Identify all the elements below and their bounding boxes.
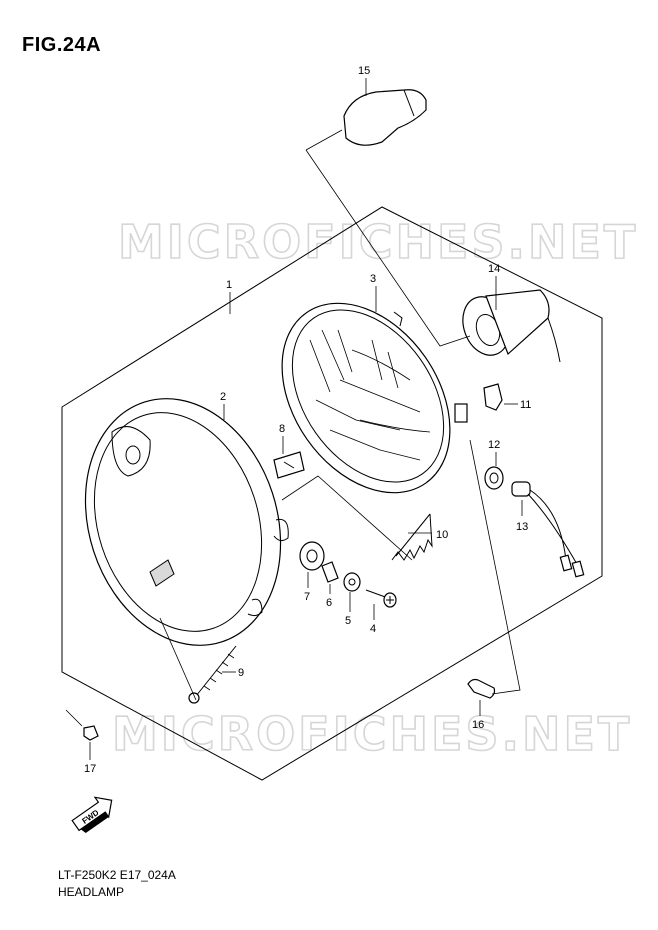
collar: [321, 561, 339, 583]
callout-14: 14: [488, 263, 500, 275]
socket-boot: [462, 289, 561, 363]
callout-11: 11: [520, 399, 531, 411]
fwd-arrow-icon: FWD: [71, 796, 113, 834]
screw: [365, 589, 397, 608]
callout-13: 13: [516, 521, 528, 533]
leader-lines: [65, 78, 523, 760]
mounting-clip: [273, 451, 305, 479]
position-bulb: [467, 678, 496, 699]
callout-4: 4: [370, 623, 376, 635]
callout-1: 1: [226, 279, 232, 291]
callout-12: 12: [488, 439, 500, 451]
grommet: [484, 466, 504, 490]
figure-name: HEADLAMP: [58, 885, 125, 899]
model-code: LT-F250K2 E17_024A: [58, 868, 176, 882]
nut: [83, 725, 99, 741]
assembly-outline: [61, 206, 603, 781]
rubber-cushion: [299, 541, 325, 571]
callout-8: 8: [279, 423, 285, 435]
callout-10: 10: [436, 529, 448, 541]
adjusting-spring: [391, 513, 433, 561]
headlamp-rim: [84, 398, 289, 646]
watermark-bottom: MICROFICHES.NET: [112, 707, 632, 761]
lead-wire: [511, 481, 585, 578]
callout-9: 9: [238, 667, 244, 679]
callout-5: 5: [345, 615, 351, 627]
callout-6: 6: [326, 597, 332, 609]
adjusting-screw: [188, 645, 237, 704]
callout-7: 7: [304, 591, 310, 603]
callout-15: 15: [358, 65, 370, 77]
figure-title: FIG.24A: [22, 34, 102, 56]
headlamp-bulb: [343, 89, 427, 146]
callout-3: 3: [370, 273, 376, 285]
watermark-top: MICROFICHES.NET: [118, 215, 638, 269]
sealed-beam-unit: [281, 302, 468, 494]
socket-clip: [483, 383, 503, 411]
callout-17: 17: [84, 763, 96, 775]
callout-2: 2: [220, 391, 226, 403]
washer: [343, 572, 361, 592]
callout-16: 16: [472, 719, 484, 731]
